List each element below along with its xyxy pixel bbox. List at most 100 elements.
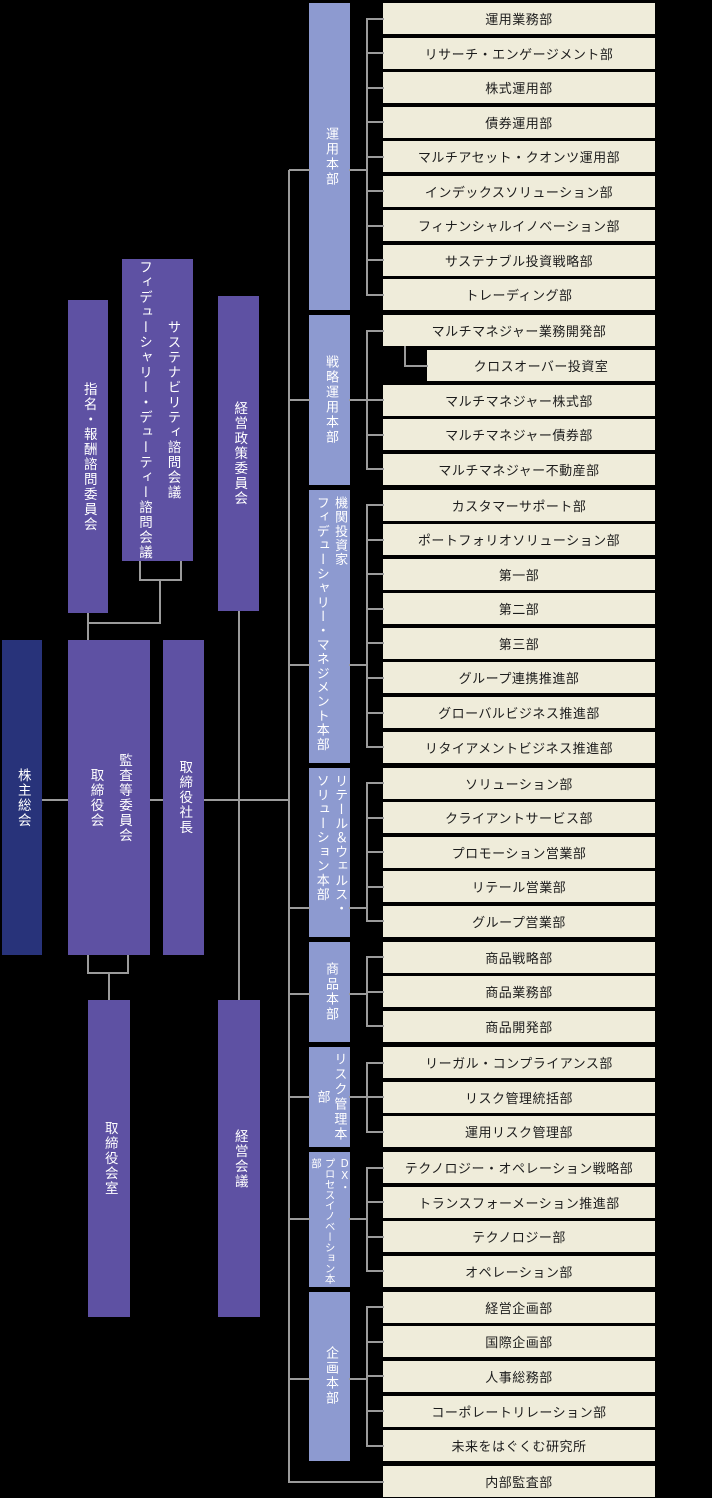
department-box: 第三部 — [383, 627, 655, 659]
nomination-compensation-committee-box: 指名・報酬諮問委員会 — [68, 300, 108, 613]
department-box: トレーディング部 — [383, 279, 655, 311]
connector-line — [366, 259, 384, 262]
division-hub-2-label: 機関投資家フィデューシャリー・マネジメント本部 — [310, 496, 348, 752]
connector-line — [366, 1306, 384, 1309]
connector-line — [88, 622, 161, 624]
department-label: 商品開発部 — [485, 1020, 553, 1036]
connector-line — [349, 1218, 368, 1220]
division-hub-3-label: リテール＆ウェルス・ソリューション本部 — [310, 774, 348, 916]
connector-line — [366, 1340, 384, 1343]
management-policy-committee-box: 経営政策委員会 — [218, 296, 259, 611]
connector-line — [366, 676, 384, 679]
connector-line — [366, 17, 384, 20]
department-label: トランスフォーメーション推進部 — [418, 1196, 620, 1212]
department-box: リタイアメントビジネス推進部 — [383, 731, 655, 763]
department-box: 人事総務部 — [383, 1360, 655, 1392]
connector-line — [127, 955, 129, 974]
department-box: フィナンシャルイノベーション部 — [383, 210, 655, 242]
department-box: プロモーション営業部 — [383, 836, 655, 868]
department-label: リスク管理統括部 — [464, 1091, 573, 1107]
connector-line — [366, 1270, 384, 1273]
department-label: 内部監査部 — [485, 1476, 553, 1492]
department-label: 第三部 — [498, 637, 540, 653]
connector-line — [159, 580, 161, 624]
connector-line — [404, 346, 406, 367]
division-hub-3: リテール＆ウェルス・ソリューション本部 — [309, 767, 350, 937]
connector-line — [366, 851, 384, 854]
connector-line — [289, 399, 310, 401]
connector-line — [366, 1201, 384, 1204]
connector-line — [349, 664, 368, 666]
connector-line — [366, 190, 384, 193]
connector-line — [238, 611, 240, 1000]
department-label: リテール営業部 — [471, 881, 567, 897]
division-hub-5-text-0: リスク管理本部 — [314, 1052, 347, 1143]
division-hub-0: 運用本部 — [309, 3, 350, 311]
department-label: グローバルビジネス推進部 — [438, 707, 600, 722]
connector-line — [366, 504, 384, 507]
connector-line — [366, 1167, 368, 1272]
department-label: リタイアメントビジネス推進部 — [424, 741, 614, 757]
connector-line — [366, 1166, 384, 1169]
connector-line — [366, 155, 384, 158]
division-hub-0-text-0: 運用本部 — [322, 126, 338, 187]
connector-line — [349, 1378, 368, 1380]
department-box: オペレーション部 — [383, 1255, 655, 1287]
department-box: クライアントサービス部 — [383, 802, 655, 834]
connector-line — [366, 816, 384, 819]
division-hub-1-text-0: 戦略運用本部 — [322, 355, 338, 446]
connector-line — [366, 433, 384, 436]
department-box: テクノロジー・オペレーション戦略部 — [383, 1152, 655, 1184]
department-box: グループ営業部 — [383, 905, 655, 937]
department-label: クロスオーバー投資室 — [473, 360, 609, 375]
division-hub-1: 戦略運用本部 — [309, 315, 350, 485]
department-box: マルチアセット・クオンツ運用部 — [383, 141, 655, 173]
connector-line — [366, 52, 384, 55]
board-of-directors-box: 監査等委員会取締役会 — [68, 640, 150, 955]
connector-line — [150, 799, 163, 801]
department-box: マルチマネジャー不動産部 — [383, 453, 655, 485]
connector-line — [289, 1378, 310, 1380]
department-label: 運用業務部 — [485, 13, 553, 28]
department-box: 債券運用部 — [383, 106, 655, 138]
connector-line — [349, 399, 368, 401]
shareholders-meeting-box: 株主総会 — [2, 640, 42, 955]
department-box: リテール営業部 — [383, 871, 655, 903]
president-box-label: 取締役社長 — [173, 760, 194, 835]
connector-line — [289, 1096, 310, 1098]
division-hub-3-text-0: リテール＆ウェルス・ — [332, 773, 348, 916]
division-hub-1-label: 戦略運用本部 — [320, 355, 340, 445]
division-hub-4: 商品本部 — [309, 941, 350, 1042]
shareholders-meeting-box-text-0: 株主総会 — [14, 767, 31, 828]
connector-line — [366, 782, 384, 785]
department-box: カスタマーサポート部 — [383, 489, 655, 521]
connector-line — [366, 330, 368, 470]
connector-line — [349, 169, 368, 171]
department-box: 国際企画部 — [383, 1326, 655, 1358]
management-policy-committee-box-label: 経営政策委員会 — [228, 401, 249, 506]
department-label: 未来をはぐくむ研究所 — [451, 1440, 587, 1456]
department-box: グループ連携推進部 — [383, 662, 655, 694]
connector-line — [289, 1218, 310, 1220]
connector-line — [289, 993, 310, 995]
department-label: フィナンシャルイノベーション部 — [418, 220, 620, 236]
department-box: 商品戦略部 — [383, 941, 655, 973]
connector-line — [366, 1096, 384, 1099]
division-hub-6-text-0: DX・ — [338, 1158, 351, 1193]
connector-line — [289, 907, 310, 909]
department-label: マルチアセット・クオンツ運用部 — [417, 151, 621, 167]
department-box: リスク管理統括部 — [383, 1081, 655, 1113]
advisory-councils-box: サステナビリティ諮問会議フィデューシャリー・デューティー諮問会議 — [122, 259, 193, 561]
division-hub-6-text-1: プロセスイノベーション本部 — [309, 1158, 336, 1285]
department-box: 運用業務部 — [383, 3, 655, 34]
department-label: ポートフォリオソリューション部 — [417, 534, 621, 550]
department-box: 運用リスク管理部 — [383, 1116, 655, 1148]
division-hub-5: リスク管理本部 — [309, 1047, 350, 1148]
department-box: ポートフォリオソリューション部 — [383, 524, 655, 556]
management-meeting-box-label: 経営会議 — [229, 1129, 250, 1189]
department-label: マルチマネジャー業務開発部 — [431, 325, 607, 341]
connector-line — [366, 607, 384, 610]
connector-line — [366, 468, 384, 471]
connector-line — [87, 613, 89, 640]
connector-line — [366, 538, 384, 541]
